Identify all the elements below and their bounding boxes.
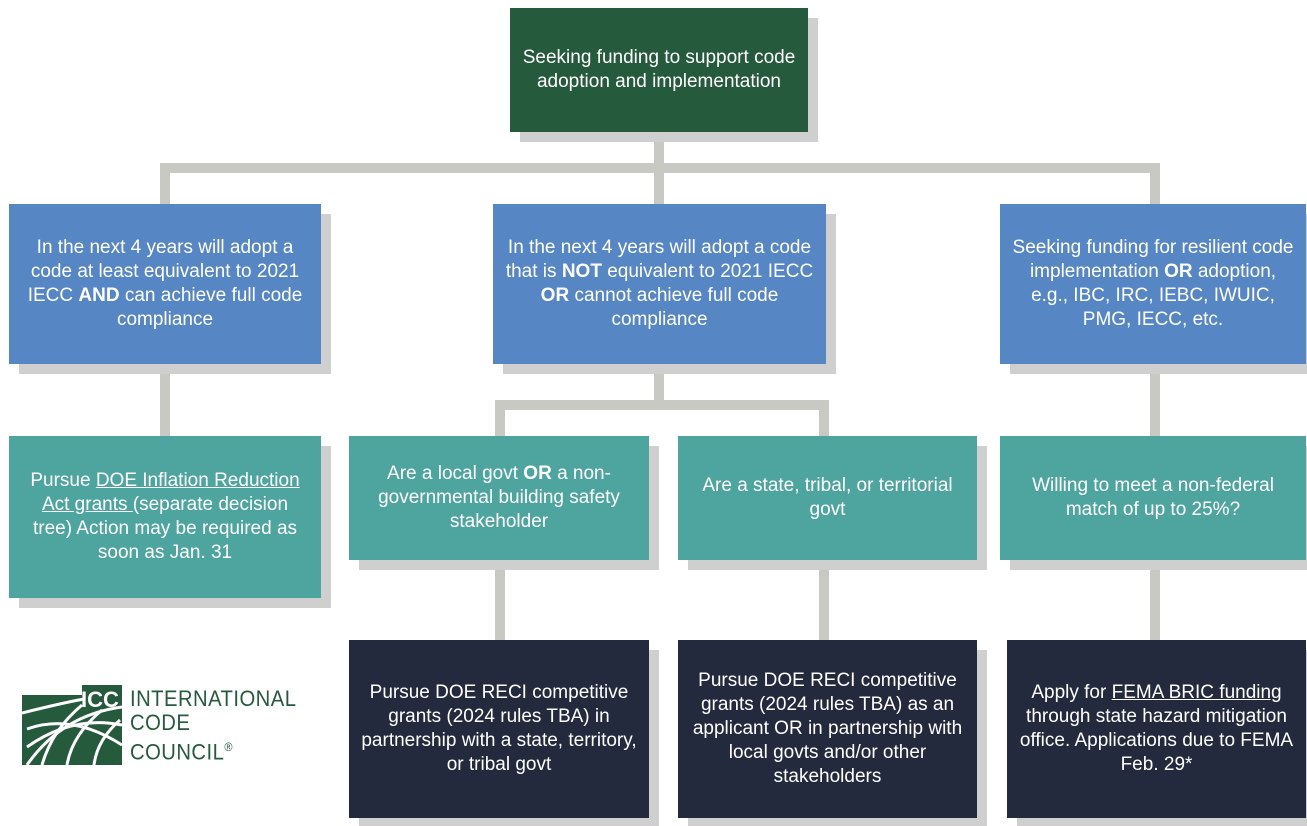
text-span: Pursue DOE RECI competitive grants (2024… [692, 670, 963, 787]
text-span: Willing to meet a non-federal match of u… [1032, 475, 1274, 520]
node-text: In the next 4 years will adopt a code th… [505, 236, 814, 332]
node-nonfederal-match: Willing to meet a non-federal match of u… [1000, 436, 1306, 560]
text-span: through state hazard mitigation office. … [1019, 706, 1294, 775]
link-text[interactable]: DOE Inflation Reduction Act grants [41, 470, 300, 515]
logo-line-3-text: COUNCIL [130, 739, 225, 765]
link-text[interactable]: FEMA BRIC funding [1111, 682, 1282, 703]
connector-middle-down [654, 362, 664, 408]
text-span: In the next 4 years will adopt a code th… [505, 237, 812, 282]
text-span: Pursue DOE RECI competitive grants (2024… [361, 682, 637, 775]
node-text: Apply for FEMA BRIC funding through stat… [1019, 681, 1294, 777]
node-state-govt: Are a state, tribal, or territorial govt [678, 436, 977, 560]
connector-match-down [1150, 558, 1160, 644]
text-span: Pursue [30, 470, 96, 491]
connector-left-down [160, 362, 170, 440]
node-adopt-not-equivalent: In the next 4 years will adopt a code th… [493, 204, 826, 364]
logo-mark: ICC [81, 687, 119, 712]
text-span: equivalent to 2021 IECC [601, 261, 814, 282]
icc-logo: ICC INTERNATIONAL CODE COUNCIL® [22, 685, 322, 765]
logo-line-1: INTERNATIONAL [130, 686, 297, 711]
bold-emphasis: NOT [561, 261, 602, 282]
node-local-govt: Are a local govt OR a non-governmental b… [349, 436, 649, 560]
connector-state-down [819, 558, 829, 644]
node-reci-partnership: Pursue DOE RECI competitive grants (2024… [349, 640, 649, 818]
connector-to-left [160, 163, 170, 205]
bold-emphasis: OR [1164, 261, 1193, 282]
bold-emphasis: OR [540, 285, 570, 306]
text-span: Are a local govt [387, 463, 524, 484]
node-adopt-equivalent: In the next 4 years will adopt a code at… [9, 204, 321, 364]
bold-emphasis: AND [78, 285, 120, 306]
node-text: In the next 4 years will adopt a code at… [21, 236, 309, 332]
node-fema-bric: Apply for FEMA BRIC funding through stat… [1007, 640, 1306, 818]
logo-line-2: CODE [130, 710, 191, 735]
globe-grid-icon: ICC [22, 685, 122, 765]
registered-mark: ® [224, 740, 233, 754]
node-resilient-code: Seeking funding for resilient code imple… [1000, 204, 1306, 364]
text-span: Seeking funding for resilient code imple… [1012, 237, 1294, 282]
text-span: Are a state, tribal, or territorial govt [702, 475, 953, 520]
node-text: Are a state, tribal, or territorial govt [690, 474, 965, 522]
node-text: Are a local govt OR a non-governmental b… [361, 462, 637, 534]
node-pursue-doe-ira: Pursue DOE Inflation Reduction Act grant… [9, 436, 321, 598]
bold-emphasis: OR [523, 463, 552, 484]
text-span: Apply for [1031, 682, 1112, 703]
node-text: Seeking funding for resilient code imple… [1012, 236, 1294, 332]
connector-to-right [1150, 163, 1160, 205]
connector-middle-bar [495, 400, 829, 410]
text-span: adoption, e.g., IBC, IRC, IEBC, IWUIC, P… [1031, 261, 1277, 330]
connector-middle-right [819, 400, 829, 440]
root-node: Seeking funding to support code adoption… [510, 8, 808, 132]
node-text: Willing to meet a non-federal match of u… [1012, 474, 1294, 522]
text-span: can achieve full code compliance [116, 285, 303, 330]
connector-to-middle [654, 163, 664, 205]
node-reci-applicant: Pursue DOE RECI competitive grants (2024… [678, 640, 977, 818]
connector-right-down [1150, 362, 1160, 440]
logo-line-3: COUNCIL® [130, 735, 296, 764]
connector-local-down [495, 558, 505, 644]
connector-middle-left [495, 400, 505, 440]
node-text: Pursue DOE Inflation Reduction Act grant… [21, 469, 309, 565]
logo-wordmark: INTERNATIONAL CODE COUNCIL® [130, 687, 296, 764]
node-text: Pursue DOE RECI competitive grants (2024… [361, 681, 637, 777]
text-span: (separate decision tree) Action may be r… [32, 494, 298, 563]
text-span: In the next 4 years will adopt a code at… [27, 237, 300, 306]
node-text: Pursue DOE RECI competitive grants (2024… [690, 669, 965, 789]
connector-root-down [654, 130, 664, 170]
text-span: cannot achieve full code compliance [569, 285, 779, 330]
root-node-text: Seeking funding to support code adoption… [522, 47, 796, 92]
text-span: a non-governmental building safety stake… [378, 463, 620, 532]
